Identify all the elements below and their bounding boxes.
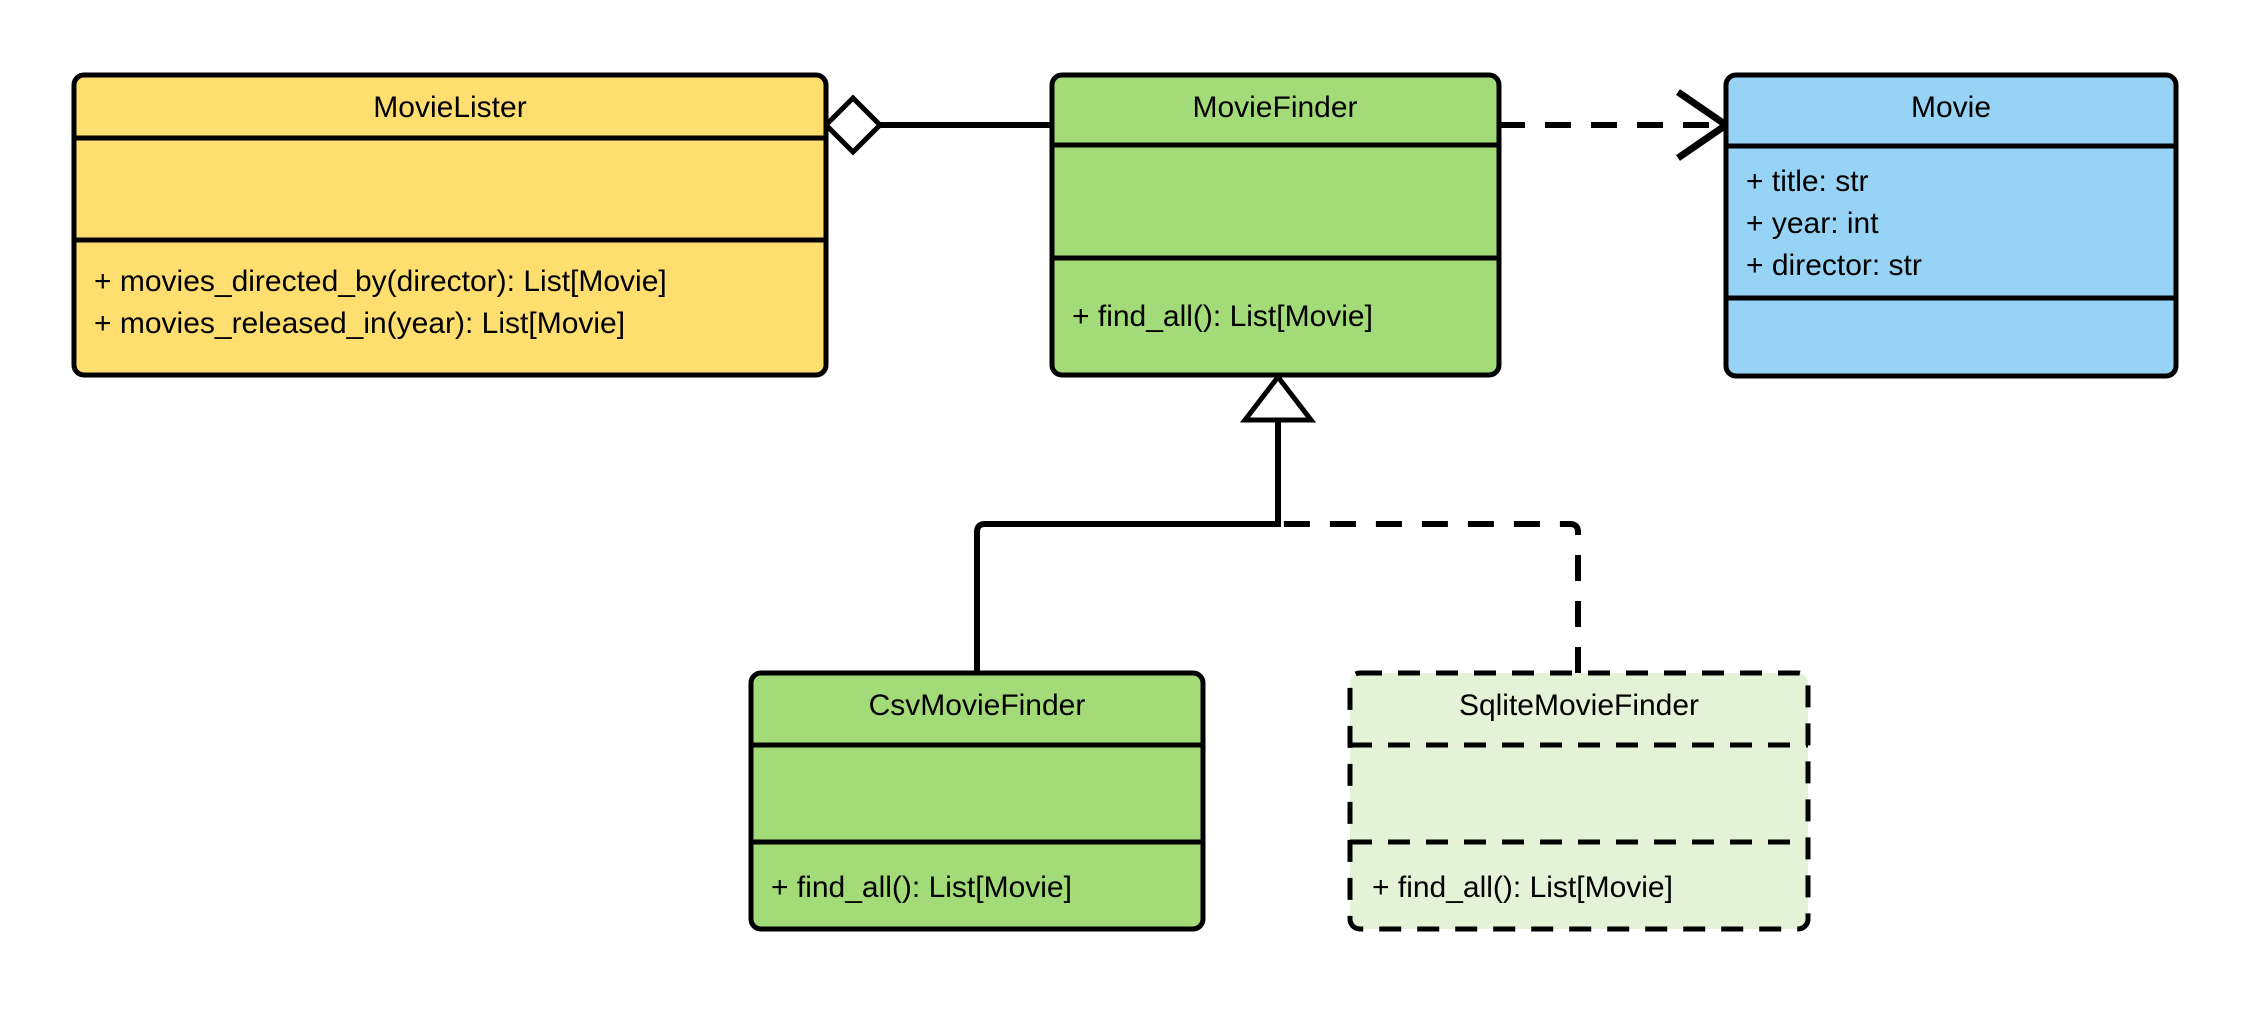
relationship-dependency-finder-movie[interactable]	[1499, 89, 1733, 161]
sqlite-movie-finder-title: SqliteMovieFinder	[1459, 689, 1699, 722]
sqlite-movie-finder-method-0: + find_all(): List[Movie]	[1372, 871, 1673, 904]
movie-title: Movie	[1911, 91, 1991, 124]
class-box-movie-finder[interactable]: MovieFinder + find_all(): List[Movie]	[1049, 72, 1502, 378]
csv-movie-finder-method-0: + find_all(): List[Movie]	[771, 871, 1072, 904]
movie-outline	[1723, 72, 2179, 379]
class-box-movie[interactable]: Movie + title: str + year: int + directo…	[1723, 72, 2179, 379]
sqlite-movie-finder-outline	[1347, 670, 1811, 932]
class-box-csv-movie-finder[interactable]: CsvMovieFinder + find_all(): List[Movie]	[748, 670, 1206, 932]
movie-attribute-2: + director: str	[1746, 249, 1922, 282]
realization-line-sqlite	[1278, 521, 1581, 673]
csv-movie-finder-outline	[748, 670, 1206, 932]
class-box-sqlite-movie-finder[interactable]: SqliteMovieFinder + find_all(): List[Mov…	[1347, 670, 1811, 932]
class-box-movie-lister[interactable]: MovieLister + movies_directed_by(directo…	[71, 72, 829, 378]
hollow-triangle-icon	[1239, 372, 1317, 423]
movie-finder-outline	[1049, 72, 1502, 378]
hollow-diamond-icon	[822, 94, 884, 156]
movie-lister-title: MovieLister	[373, 91, 526, 124]
generalization-line-csv	[974, 418, 1281, 673]
relationship-realization-sqlite[interactable]	[1278, 521, 1581, 673]
movie-attribute-0: + title: str	[1746, 165, 1869, 198]
relationship-generalization-csv[interactable]	[974, 418, 1281, 673]
movie-lister-outline	[71, 72, 829, 378]
movie-lister-method-0: + movies_directed_by(director): List[Mov…	[94, 265, 667, 298]
movie-finder-title: MovieFinder	[1192, 91, 1357, 124]
movie-finder-method-0: + find_all(): List[Movie]	[1072, 300, 1373, 333]
csv-movie-finder-title: CsvMovieFinder	[869, 689, 1086, 722]
movie-attribute-1: + year: int	[1746, 207, 1879, 240]
movie-lister-method-1: + movies_released_in(year): List[Movie]	[94, 307, 625, 340]
relationship-aggregation-lister-finder[interactable]	[822, 94, 1052, 156]
